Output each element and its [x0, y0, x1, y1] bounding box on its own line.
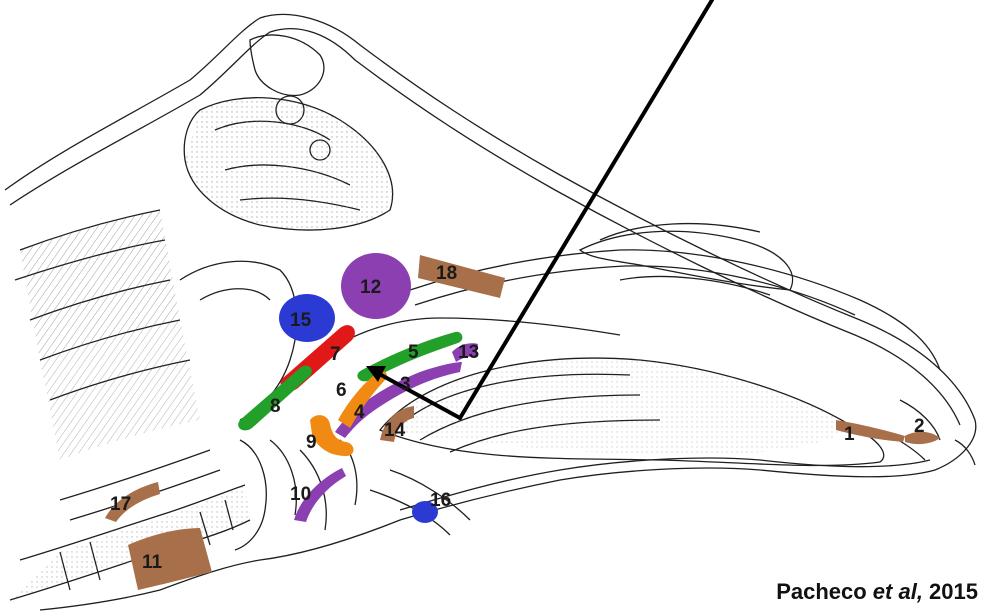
label-10: 10	[290, 484, 311, 505]
citation-etal: et al,	[873, 579, 923, 604]
label-18: 18	[436, 263, 457, 284]
label-16: 16	[430, 490, 451, 511]
label-2: 2	[914, 416, 925, 437]
label-7: 7	[330, 344, 341, 365]
label-13: 13	[458, 342, 479, 363]
label-6: 6	[336, 380, 347, 401]
label-8: 8	[270, 396, 281, 417]
label-3: 3	[400, 374, 411, 395]
label-12: 12	[360, 277, 381, 298]
citation-author: Pacheco	[776, 579, 873, 604]
citation-caption: Pacheco et al, 2015	[776, 579, 978, 605]
label-14: 14	[384, 420, 406, 441]
label-11: 11	[142, 552, 163, 573]
label-9: 9	[306, 432, 317, 453]
label-17: 17	[110, 494, 131, 515]
label-4: 4	[354, 402, 365, 423]
label-1: 1	[844, 424, 855, 445]
label-15: 15	[290, 310, 312, 331]
citation-year: 2015	[923, 579, 978, 604]
label-5: 5	[408, 342, 419, 363]
